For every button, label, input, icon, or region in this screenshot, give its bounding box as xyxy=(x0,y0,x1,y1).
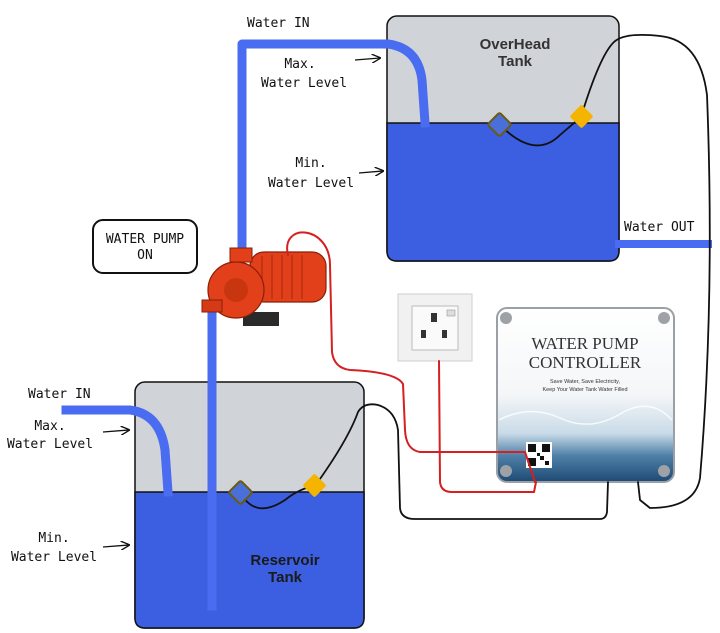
arrow-max-top xyxy=(354,58,380,60)
reservoir-tank: Reservoir Tank xyxy=(134,381,365,629)
pump-status-box: WATER PUMP ON xyxy=(92,219,198,274)
pipes xyxy=(61,39,712,611)
pump-power-wire xyxy=(286,231,536,483)
overhead-tank-title-1: OverHead xyxy=(480,36,551,53)
float-switch-max-icon xyxy=(570,105,593,128)
label-min-level-bottom-1: Min. xyxy=(38,531,69,546)
overhead-float-switches xyxy=(487,105,593,137)
status-line-2: ON xyxy=(137,248,153,263)
controller-screw xyxy=(500,465,512,477)
reservoir-tank-water xyxy=(134,491,365,629)
qr-code-icon xyxy=(526,442,552,468)
label-water-in-bottom: Water IN xyxy=(28,387,91,402)
arrow-min-top xyxy=(358,171,383,173)
label-max-level-top-1: Max. xyxy=(284,57,315,72)
pump-impeller-cover xyxy=(224,278,248,302)
float-switch-min-icon xyxy=(228,480,253,505)
inlet-pipe-reservoir xyxy=(61,405,173,497)
label-max-level-bottom-2: Water Level xyxy=(7,437,93,452)
label-min-level-top-1: Min. xyxy=(295,156,326,171)
reservoir-tank-title-2: Tank xyxy=(268,569,303,586)
pump-controller: WATER PUMP CONTROLLER Save Water, Save E… xyxy=(496,307,675,483)
controller-screw xyxy=(658,312,670,324)
socket-power-wire xyxy=(438,360,537,493)
float-switch-min-icon xyxy=(487,112,512,137)
pump-base xyxy=(243,312,279,326)
overhead-tank-water xyxy=(386,122,620,262)
overhead-tank-title-2: Tank xyxy=(498,53,533,70)
controller-screw xyxy=(658,465,670,477)
controller-tagline-1: Save Water, Save Electricity, xyxy=(550,379,620,385)
controller-title-1: WATER PUMP xyxy=(531,334,638,353)
overhead-tank: OverHead Tank xyxy=(386,15,620,262)
level-arrows xyxy=(102,58,383,547)
controller-screw xyxy=(500,312,512,324)
pump-outlet xyxy=(229,247,253,263)
label-max-level-bottom-1: Max. xyxy=(34,419,65,434)
reservoir-tank-title-1: Reservoir xyxy=(250,552,319,569)
label-max-level-top-2: Water Level xyxy=(261,76,347,91)
pump-inlet xyxy=(201,299,223,313)
wall-socket xyxy=(397,293,473,362)
reservoir-float-switches xyxy=(228,474,326,505)
status-line-1: WATER PUMP xyxy=(106,232,184,247)
controller-panel xyxy=(496,307,675,483)
label-water-out: Water OUT xyxy=(624,220,695,235)
supply-pipe-overhead xyxy=(237,39,430,260)
controller-wave xyxy=(498,405,673,425)
controller-title-2: CONTROLLER xyxy=(529,353,642,372)
reservoir-sensor-wire xyxy=(239,403,609,520)
arrow-min-bottom xyxy=(102,545,129,547)
label-min-level-bottom-2: Water Level xyxy=(11,550,97,565)
label-min-level-top-2: Water Level xyxy=(268,176,354,191)
arrow-max-bottom xyxy=(102,430,129,432)
water-pump xyxy=(201,247,327,326)
float-switch-max-icon xyxy=(303,474,326,497)
controller-tagline-2: Keep Your Water Tank Water Filled xyxy=(542,387,627,393)
label-water-in-top: Water IN xyxy=(247,16,310,31)
